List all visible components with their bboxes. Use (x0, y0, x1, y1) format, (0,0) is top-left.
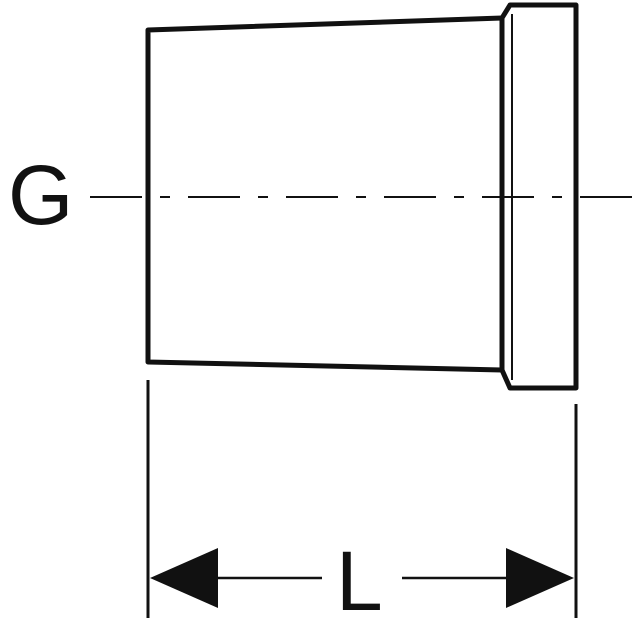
dimension-arrowhead-right (506, 548, 574, 608)
socket-collar-outline (499, 2, 579, 391)
pipe-body-outline (145, 15, 505, 373)
diameter-label: G (8, 148, 73, 242)
dimension-arrowhead-left (150, 548, 218, 608)
length-label: L (336, 534, 383, 628)
